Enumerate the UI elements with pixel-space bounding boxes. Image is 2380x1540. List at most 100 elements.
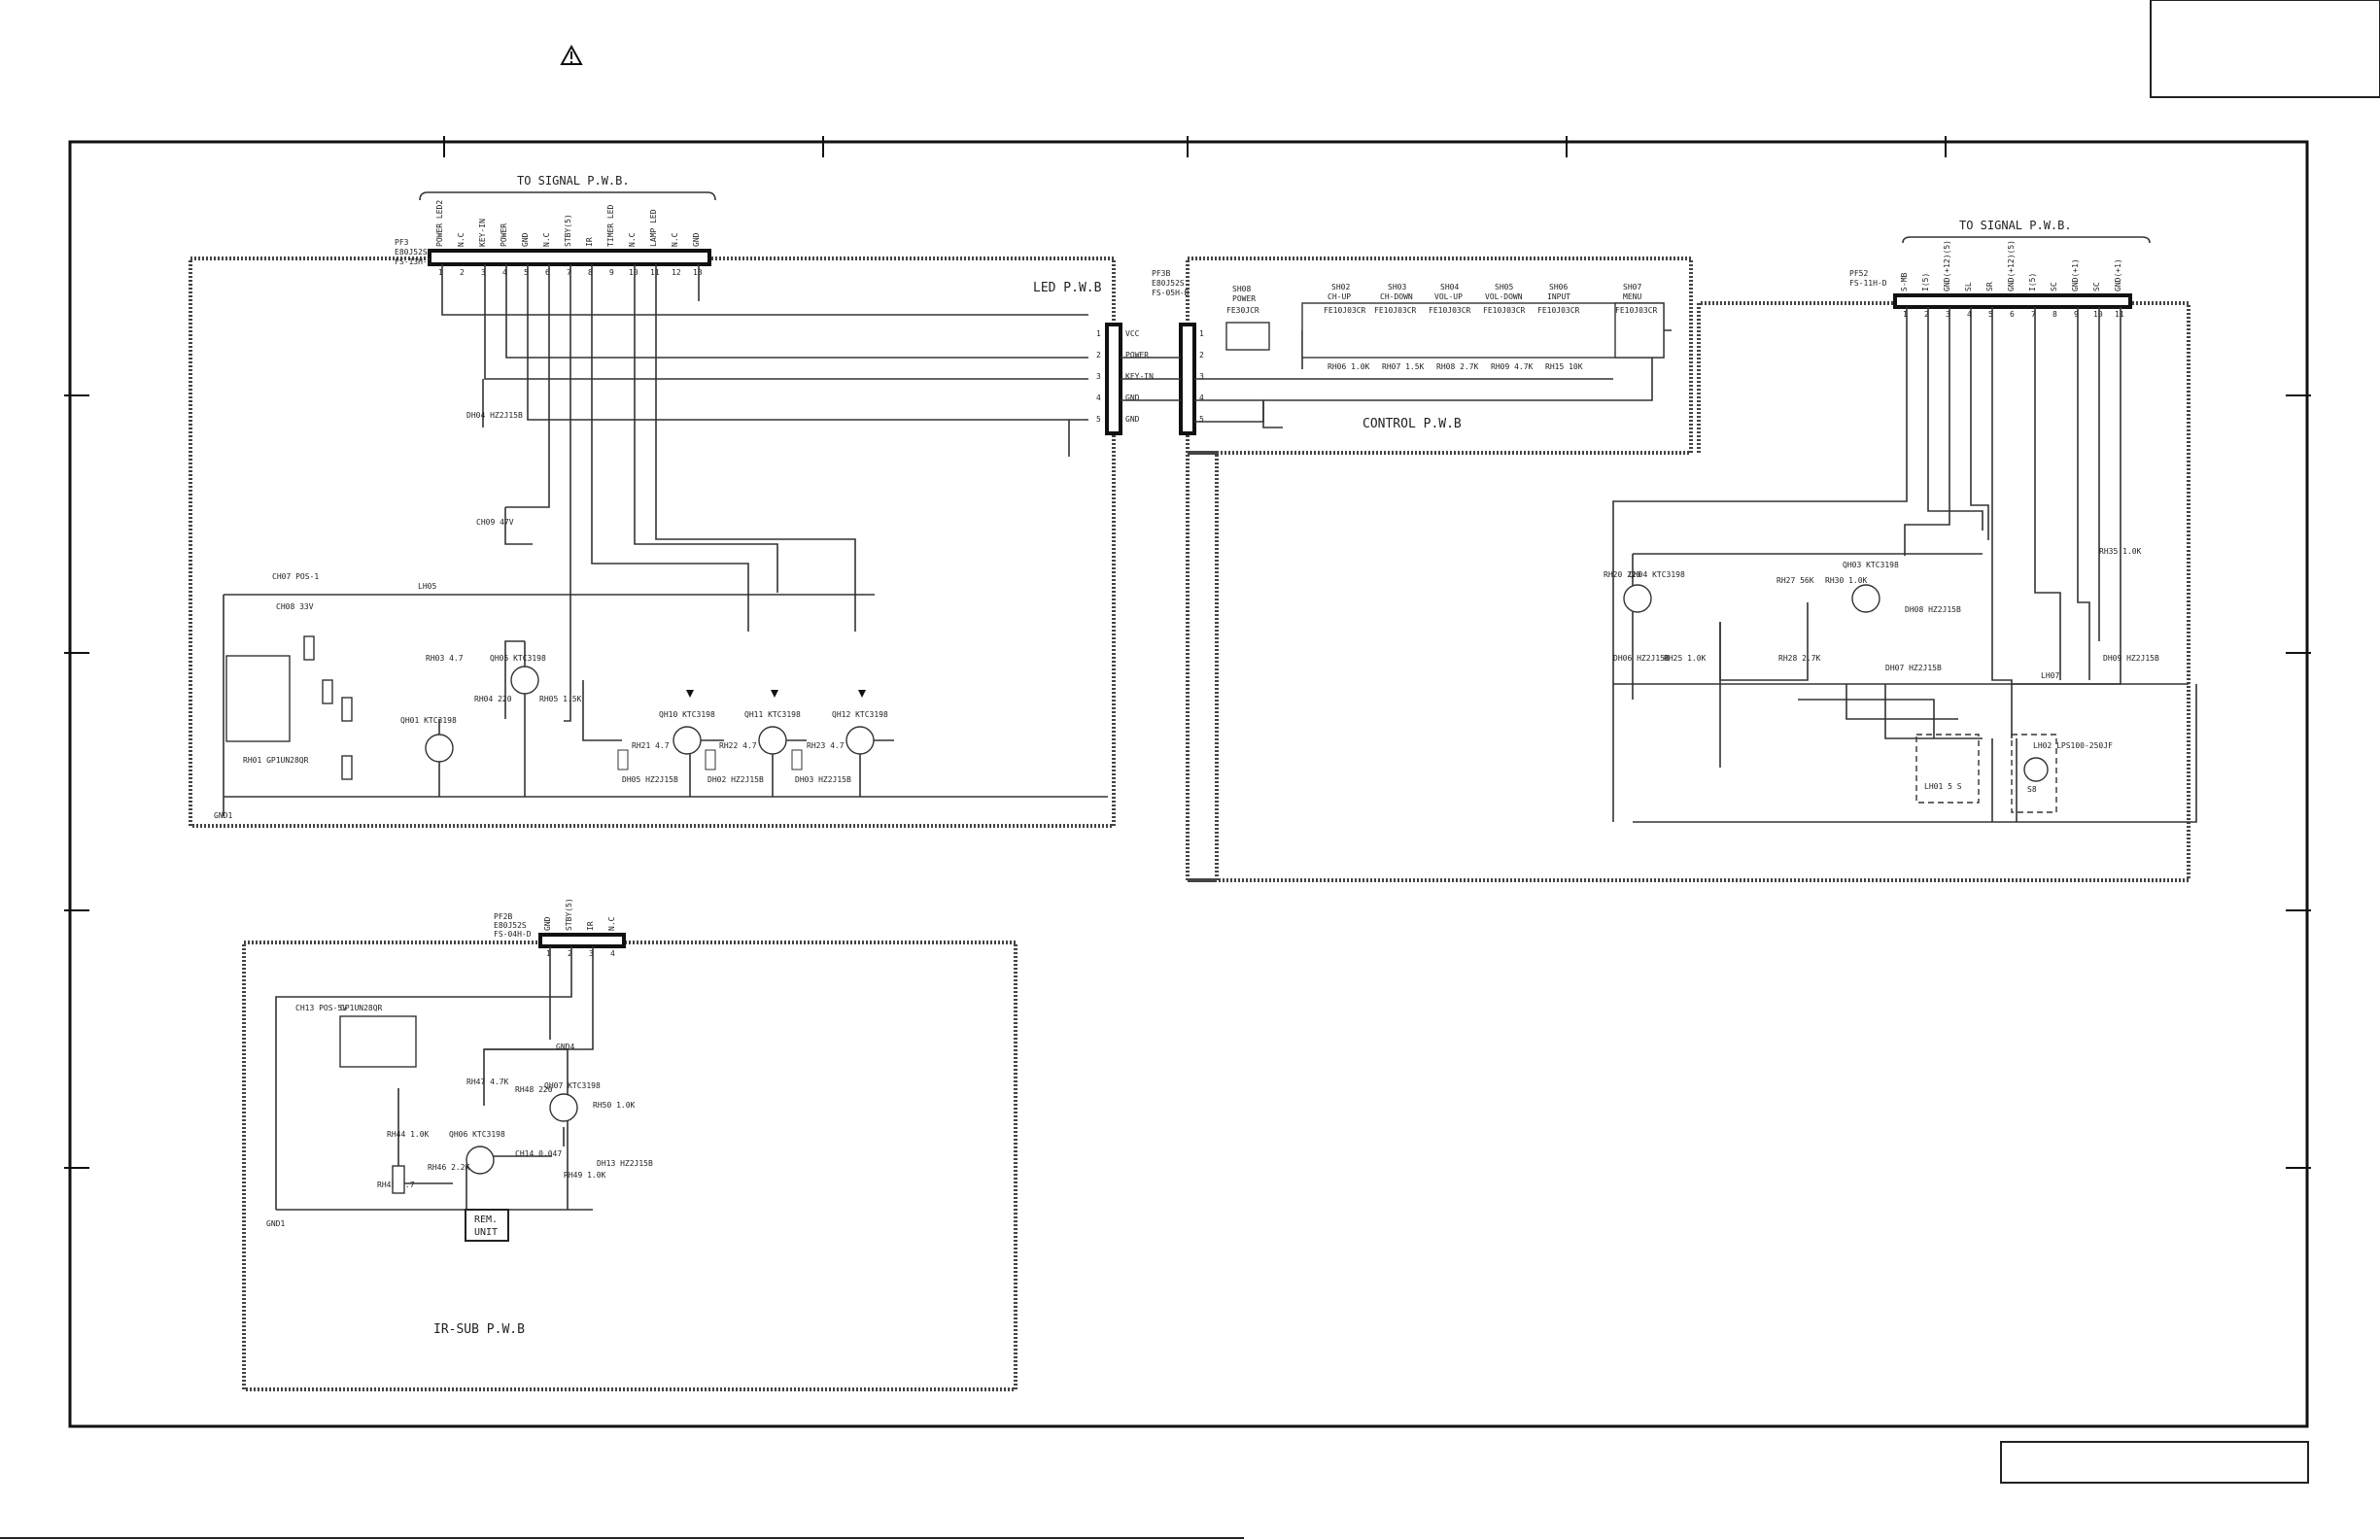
switch-sh06: SH06 INPUT FE10J03CR RH15 10K: [1537, 283, 1583, 371]
unit-label: UNIT: [474, 1227, 498, 1238]
ir-sub-pwb-outline: [242, 941, 1018, 1391]
qh10-label: QH10 KTC3198: [659, 710, 715, 719]
pf3-pin-3: KEY-IN: [478, 219, 487, 247]
qh12-transistor: [845, 726, 875, 755]
qh01-transistor: [425, 734, 454, 763]
switch-sh03: SH03 CH-DOWN FE10J03CR RH07 1.5K: [1374, 283, 1425, 371]
pf2-num-7: 7: [2031, 310, 2036, 319]
lamp-element-label: S8: [2027, 785, 2037, 794]
pf3-pin-6: N.C: [542, 232, 551, 247]
led-pwb-label: LED P.W.B: [1033, 281, 1102, 295]
pf2-pin-3: GND(+12)(5): [1943, 240, 1951, 291]
sh04-name: VOL-UP: [1434, 292, 1463, 301]
pf2-pin-2: I(5): [1921, 273, 1930, 291]
warning-triangle-icon: [560, 44, 583, 65]
rh23-label: RH23 4.7: [807, 741, 845, 750]
sh07-part: FE10J03CR: [1615, 306, 1658, 315]
dh09-label: DH09 HZ2J15B: [2103, 654, 2159, 663]
rh48-label: RH48 220: [515, 1085, 553, 1094]
lh02-label: LH02 LPS100-250JF: [2033, 741, 2113, 750]
sh03-name: CH-DOWN: [1380, 292, 1413, 301]
qh06-transistor: [466, 1146, 495, 1175]
rh15-label: RH15 10K: [1545, 362, 1583, 371]
ch08-label: CH08 33V: [276, 602, 314, 611]
pf3-sub: FS-13H-D: [395, 257, 432, 266]
ctrl-pin-1: 1: [1199, 329, 1204, 338]
pf3-num-13: 13: [693, 268, 703, 277]
rh09-label: RH09 4.7K: [1491, 362, 1534, 371]
pf3-ref: PF3: [395, 238, 409, 247]
rh21-label: RH21 4.7: [632, 741, 670, 750]
qh04-label: QH04 KTC3198: [1629, 570, 1685, 579]
ch14-label: CH14 0.047: [515, 1149, 562, 1158]
pf3b-num-1: 1: [1096, 329, 1101, 338]
pf2b-num-1: 1: [546, 949, 551, 958]
pf3-connector: [428, 249, 711, 266]
sh06-ref: SH06: [1549, 283, 1568, 291]
rh06-label: RH06 1.0K: [1328, 362, 1370, 371]
rh01-label: RH01 GP1UN28QR: [243, 756, 309, 765]
sh08-name: POWER: [1232, 294, 1256, 303]
sh03-part: FE10J03CR: [1374, 306, 1417, 315]
sh05-name: VOL-DOWN: [1485, 292, 1523, 301]
pf2b-num-2: 2: [568, 949, 572, 958]
pf2b-sub: FS-04H-D: [494, 930, 532, 939]
pf3b-pin-3: KEY-IN: [1125, 372, 1154, 381]
rh13-resistor: [341, 697, 353, 722]
rh01-ir-receiver: [225, 655, 291, 742]
ir-receiver-ic: [339, 1015, 417, 1068]
pf2-num-1: 1: [1903, 310, 1908, 319]
pf3-pin-13: GND: [692, 232, 701, 247]
pf3-pin-numbers: 1 2 3 4 5 6 7 8 9 10 11 12 13: [438, 268, 703, 277]
qh03-label: QH03 KTC3198: [1843, 561, 1899, 569]
rh44-label: RH44 1.0K: [387, 1130, 430, 1139]
pf2-num-3: 3: [1946, 310, 1950, 319]
qh12-label: QH12 KTC3198: [832, 710, 888, 719]
rh03-label: RH03 4.7: [426, 654, 464, 663]
pf2b-num-4: 4: [610, 949, 615, 958]
pf2b-pin-numbers: 1 2 3 4: [546, 949, 615, 958]
pf2-ref: PF52: [1849, 269, 1868, 278]
pf3-pin-4: POWER: [500, 223, 508, 247]
lh01-label: LH01 5 S: [1924, 782, 1962, 791]
dh05-label: DH05 HZ2J15B: [622, 775, 678, 784]
pf2-pin-5: SR: [1985, 282, 1994, 291]
interboard-wiring: [1121, 357, 1181, 401]
control-switches: SH08 POWER FE30JCR SH02 CH-UP FE10J03CR …: [1225, 283, 1665, 371]
sh02-part: FE10J03CR: [1324, 306, 1366, 315]
rh05-label: RH05 1.5K: [539, 695, 582, 703]
dh07-label: DH07 HZ2J15B: [1885, 664, 1942, 672]
pf2-part: FS-11H-D: [1849, 279, 1887, 288]
rh14-resistor: [341, 755, 353, 780]
sh06-part: FE10J03CR: [1537, 306, 1580, 315]
pf2-pin-11: GND(+1): [2114, 258, 2122, 291]
led-gnd-label: GND1: [214, 811, 232, 820]
to-signal-pwb-right: TO SIGNAL P.W.B.: [1959, 219, 2072, 232]
rh49-label: RH49 1.0K: [564, 1171, 606, 1180]
pf3-num-10: 10: [629, 268, 638, 277]
switch-sh02: SH02 CH-UP FE10J03CR RH06 1.0K: [1324, 283, 1370, 371]
title-block-bottom: [2000, 1441, 2309, 1484]
dh06-label: DH06 HZ2J15B: [1613, 654, 1670, 663]
pf2-pin-9: GND(+1): [2071, 258, 2080, 291]
pf3b-num-5: 5: [1096, 415, 1101, 424]
ctrl-pin-4: 4: [1199, 394, 1204, 402]
right-board-outline-2: [1188, 301, 2190, 882]
qh07-transistor: [549, 1093, 578, 1122]
pf3-num-7: 7: [567, 268, 571, 277]
dh13-label: DH13 HZ2J15B: [597, 1159, 653, 1168]
pf3-pin-10: N.C: [628, 232, 637, 247]
switch-sh04: SH04 VOL-UP FE10J03CR RH08 2.7K: [1429, 283, 1479, 371]
dh04-label: DH04 HZ2J15B: [466, 411, 523, 420]
led-board-wiring: [223, 264, 1108, 816]
rh30-label: RH30 1.0K: [1825, 576, 1868, 585]
pf2-pin-10: SC: [2092, 282, 2101, 291]
sh08-ref: SH08: [1232, 285, 1251, 293]
led-diodes: [617, 690, 866, 770]
pf3-num-8: 8: [588, 268, 593, 277]
sh05-part: FE10J03CR: [1483, 306, 1526, 315]
rh07-label: RH07 1.5K: [1382, 362, 1425, 371]
rh50-label: RH50 1.0K: [593, 1101, 636, 1110]
pf3b-ref: PF3B: [1152, 269, 1170, 278]
